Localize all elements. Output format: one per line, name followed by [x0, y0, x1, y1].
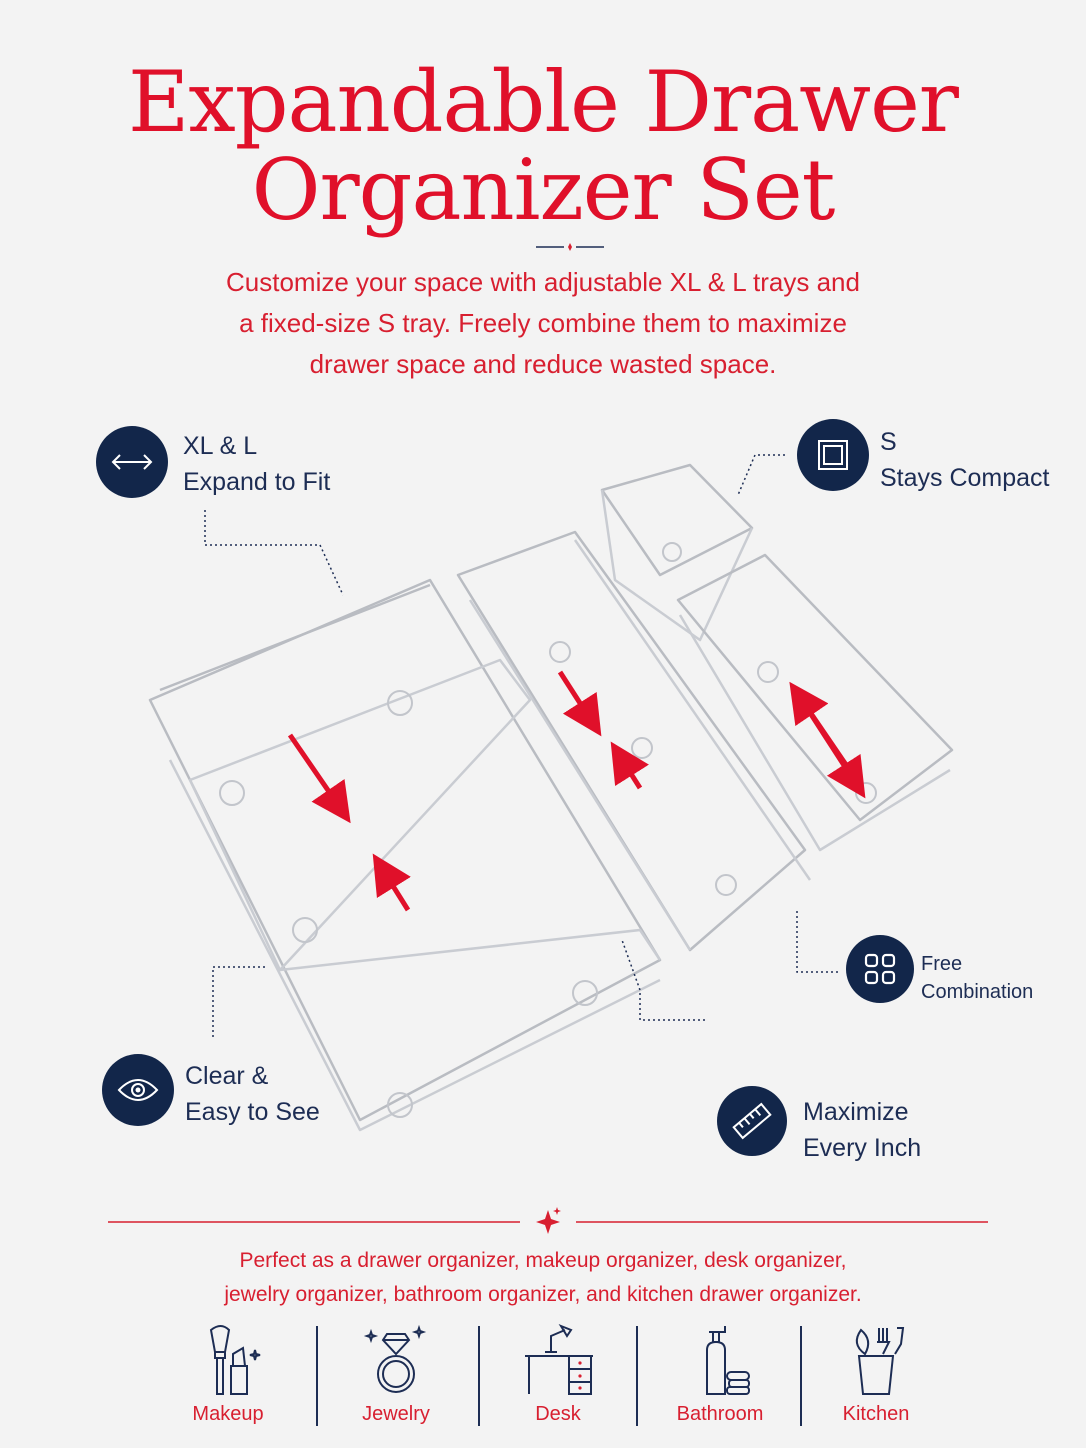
title-line-2: Organizer Set: [251, 141, 836, 239]
eye-icon: [102, 1054, 174, 1126]
category-jewelry-label: Jewelry: [362, 1403, 430, 1425]
l-tray: [456, 530, 807, 952]
feature-free-line2: Combination: [921, 981, 1034, 1003]
utensils-icon: [855, 1327, 905, 1395]
category-jewelry: Jewelry: [326, 1320, 466, 1426]
title-divider: [536, 243, 604, 251]
grid-icon: [846, 935, 914, 1003]
xl-tray: [148, 578, 662, 1122]
feature-clear-line1: Clear &: [185, 1062, 269, 1090]
category-desk-label: Desk: [535, 1403, 581, 1425]
feature-free-label: Free Combination: [921, 950, 1033, 1006]
feature-s-line2: Stays Compact: [880, 464, 1050, 492]
double-arrow-icon: [96, 426, 168, 498]
feature-clear-label: Clear & Easy to See: [185, 1058, 320, 1130]
uses-text: Perfect as a drawer organizer, makeup or…: [140, 1244, 946, 1312]
tray-illustration: [148, 454, 954, 1132]
category-separator: [478, 1326, 480, 1426]
feature-maximize-label: Maximize Every Inch: [803, 1094, 921, 1166]
subtitle-line-1: Customize your space with adjustable XL …: [226, 267, 860, 297]
category-bathroom-label: Bathroom: [676, 1403, 764, 1425]
category-bathroom: Bathroom: [650, 1320, 790, 1426]
category-makeup: Makeup: [158, 1320, 298, 1426]
makeup-icon: [209, 1325, 261, 1395]
feature-clear-line2: Easy to See: [185, 1098, 320, 1126]
subtitle-line-2: a fixed-size S tray. Freely combine them…: [239, 308, 847, 338]
feature-maximize-line1: Maximize: [803, 1098, 909, 1126]
category-separator: [316, 1326, 318, 1426]
category-makeup-label: Makeup: [192, 1403, 264, 1425]
category-separator: [800, 1326, 802, 1426]
sparkle-icon: [536, 1207, 561, 1234]
soap-bottle-icon: [706, 1326, 750, 1395]
feature-s-line1: S: [880, 428, 897, 456]
uses-line-2: jewelry organizer, bathroom organizer, a…: [224, 1283, 862, 1306]
uses-line-1: Perfect as a drawer organizer, makeup or…: [239, 1249, 847, 1272]
narrow-tray: [676, 553, 954, 822]
square-tray-icon: [797, 419, 869, 491]
section-divider: [108, 1207, 988, 1234]
subtitle-line-3: drawer space and reduce wasted space.: [309, 349, 777, 379]
feature-xl-l-label: XL & L Expand to Fit: [183, 428, 330, 500]
category-kitchen-label: Kitchen: [842, 1403, 910, 1425]
category-separator: [636, 1326, 638, 1426]
category-kitchen: Kitchen: [806, 1320, 946, 1426]
feature-free-line1: Free: [921, 953, 963, 975]
category-desk: Desk: [488, 1320, 628, 1426]
ring-icon: [363, 1324, 427, 1393]
feature-xl-l-line2: Expand to Fit: [183, 468, 331, 496]
feature-s-label: S Stays Compact: [880, 424, 1050, 496]
subtitle: Customize your space with adjustable XL …: [180, 262, 906, 385]
ruler-icon: [717, 1086, 787, 1156]
feature-xl-l-line1: XL & L: [183, 432, 258, 460]
title-line-1: Expandable Drawer: [128, 53, 959, 151]
desk-icon: [525, 1323, 593, 1395]
feature-maximize-line2: Every Inch: [803, 1134, 922, 1162]
